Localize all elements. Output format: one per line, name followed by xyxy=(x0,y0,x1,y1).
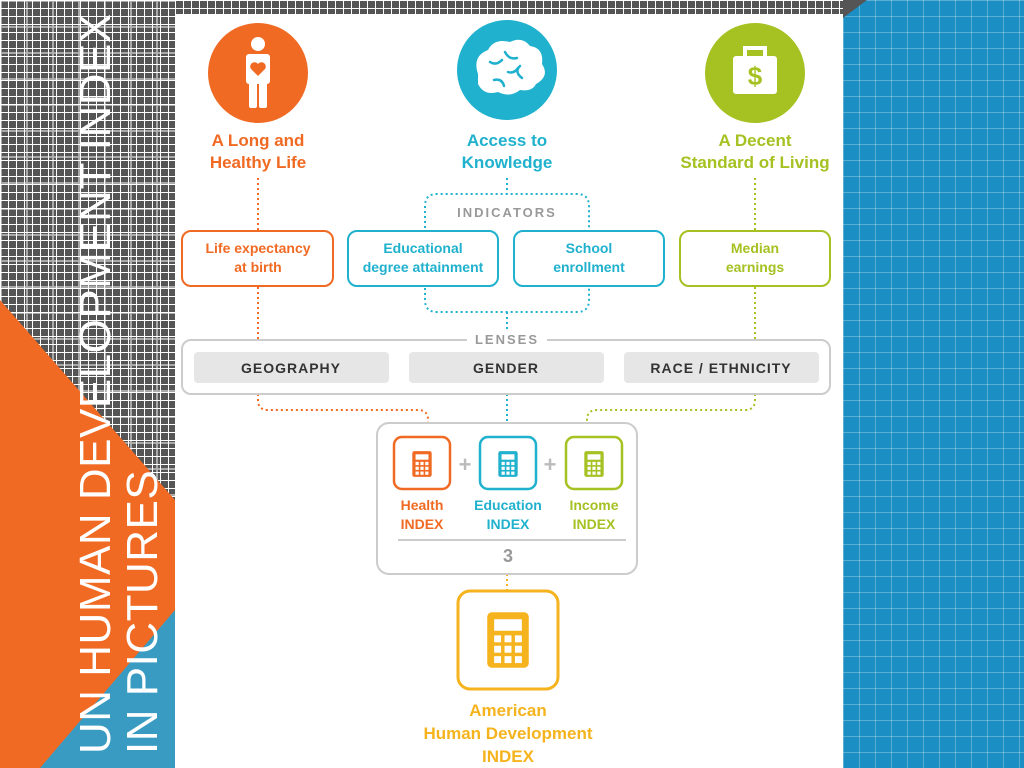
plus-sign-2: + xyxy=(544,452,557,477)
dimension-knowledge: Access to Knowledge xyxy=(457,20,557,172)
left-color-shapes xyxy=(0,300,175,768)
indicator-edu-line2: degree attainment xyxy=(363,259,484,275)
indicator-median-line1: Median xyxy=(731,240,779,256)
calculator-icon xyxy=(412,451,432,477)
result-line1: American xyxy=(469,701,546,720)
index-education-line2: INDEX xyxy=(487,516,530,532)
indicators-label: INDICATORS xyxy=(457,205,557,220)
lens-race-ethnicity xyxy=(624,352,819,383)
dimension-health: A Long and Healthy Life xyxy=(208,23,308,172)
top-grid-strip xyxy=(175,0,843,14)
index-health-line2: INDEX xyxy=(401,516,444,532)
lenses-box: LENSES GEOGRAPHY GENDER RACE / ETHNICITY xyxy=(181,331,831,395)
lens-gender-label: GENDER xyxy=(473,360,539,376)
indicator-school-line1: School xyxy=(566,240,613,256)
dimension-knowledge-line1: Access to xyxy=(467,131,547,150)
indicator-school-line2: enrollment xyxy=(553,259,625,275)
slide-title-line1: UN HUMAN DEVELOPMENT INDEX xyxy=(71,13,120,754)
dimension-knowledge-line2: Knowledge xyxy=(462,153,553,172)
corner-decoration xyxy=(843,0,867,18)
index-income-line2: INDEX xyxy=(573,516,616,532)
slide-title-line2: IN PICTURES xyxy=(118,469,167,754)
index-health: Health INDEX xyxy=(392,435,452,532)
indicator-median-earnings: Median earnings xyxy=(679,230,831,287)
divisor: 3 xyxy=(503,546,513,566)
indicator-life-line2: at birth xyxy=(234,259,281,275)
index-education: Education INDEX xyxy=(474,435,542,532)
money-bag-icon: $ xyxy=(733,46,777,94)
result-index: American Human Development INDEX xyxy=(423,589,593,766)
lens-race-label: RACE / ETHNICITY xyxy=(650,360,791,376)
lenses-label: LENSES xyxy=(475,332,539,347)
lens-geography-label: GEOGRAPHY xyxy=(241,360,341,376)
dimension-living-line1: A Decent xyxy=(718,131,791,150)
person-heart-icon xyxy=(246,37,270,108)
plus-sign-1: + xyxy=(459,452,472,477)
dimension-health-line2: Healthy Life xyxy=(210,153,306,172)
indicator-school-enrollment: School enrollment xyxy=(513,230,665,287)
dimension-health-line1: A Long and xyxy=(212,131,305,150)
index-education-line1: Education xyxy=(474,497,542,513)
right-grid-pattern xyxy=(843,0,1024,768)
dimension-living: $ A Decent Standard of Living xyxy=(680,23,830,172)
brain-icon xyxy=(476,39,545,95)
slide-title: UN HUMAN DEVELOPMENT INDEX IN PICTURES xyxy=(71,13,167,754)
indicator-median-line2: earnings xyxy=(726,259,785,275)
index-income: Income INDEX xyxy=(564,435,624,532)
calculator-icon xyxy=(498,451,518,477)
lens-geography xyxy=(194,352,389,383)
dimension-living-line2: Standard of Living xyxy=(680,153,829,172)
result-line3: INDEX xyxy=(482,747,535,766)
indicator-edu-line1: Educational xyxy=(383,240,462,256)
indicator-life-expectancy: Life expectancy at birth xyxy=(181,230,334,287)
indices-box: Health INDEX + Education INDEX + Income … xyxy=(376,422,638,575)
indicator-life-line1: Life expectancy xyxy=(205,240,310,256)
result-line2: Human Development xyxy=(423,724,592,743)
index-income-line1: Income xyxy=(569,497,618,513)
index-health-line1: Health xyxy=(401,497,444,513)
lens-gender xyxy=(409,352,604,383)
calculator-icon xyxy=(584,451,604,477)
svg-text:$: $ xyxy=(748,61,763,91)
indicator-educational-degree: Educational degree attainment xyxy=(347,230,499,287)
calculator-icon xyxy=(487,612,529,668)
